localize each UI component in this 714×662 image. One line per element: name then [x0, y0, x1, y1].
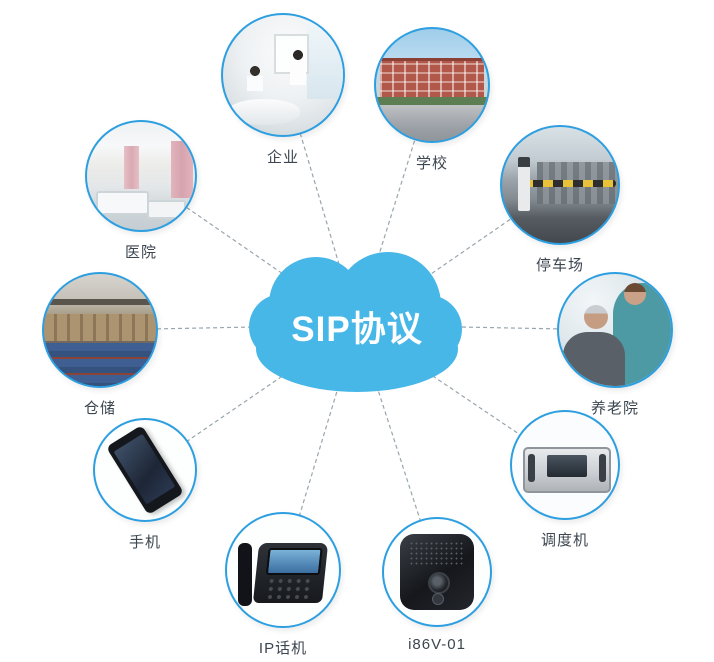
warehouse-interior-photo [42, 272, 158, 388]
node-label-dispatcher: 调度机 [540, 532, 589, 549]
intercom-button-shape [432, 593, 444, 606]
school-trees-shape [376, 97, 488, 106]
node-dispatcher: 调度机 [510, 410, 620, 550]
office-table-shape [227, 99, 300, 126]
ip-phone-keypad-shape [265, 576, 313, 599]
office-window-shape [307, 15, 343, 99]
smartphone-screen-shape [113, 433, 176, 505]
ip-phone-screen-shape [265, 547, 323, 575]
hospital-bed-shape [95, 191, 150, 215]
office-meeting-photo [221, 13, 345, 137]
node-label-ip-phone: IP话机 [258, 640, 308, 657]
office-person-shape [290, 48, 307, 85]
node-mobile-phone: 手机 [93, 418, 197, 552]
dispatch-console-photo [510, 410, 620, 520]
dispatch-screen-shape [547, 455, 587, 477]
dispatch-handset-shape [599, 454, 606, 482]
node-label-school: 学校 [415, 155, 448, 172]
office-person-shape [247, 65, 263, 92]
nurse-head-shape [624, 282, 647, 305]
node-nursing-home: 养老院 [557, 272, 673, 418]
node-label-warehouse: 仓储 [83, 400, 116, 417]
node-label-nursing: 养老院 [590, 400, 639, 417]
dispatch-console-shape [523, 447, 611, 493]
node-ip-phone: IP话机 [225, 512, 341, 658]
node-hospital: 医院 [85, 120, 197, 262]
school-building-photo [374, 27, 490, 143]
intercom-device-photo [382, 517, 492, 627]
intercom-camera-shape [428, 572, 450, 594]
parking-barrier-post-shape [518, 157, 530, 211]
smartphone-photo [93, 418, 197, 522]
elderly-man-shape [563, 332, 626, 386]
hospital-curtain-shape [171, 141, 193, 198]
parking-barrier-arm-shape [522, 180, 616, 188]
intercom-speaker-grille-shape [408, 540, 466, 567]
intercom-panel-shape [400, 534, 474, 610]
node-i86v-intercom: i86V-01 [382, 517, 492, 653]
parking-lot-barrier-photo [500, 125, 620, 245]
cloud-label: SIP协议 [291, 310, 422, 349]
ip-phone-photo [225, 512, 341, 628]
node-label-parking: 停车场 [535, 257, 584, 274]
cloud-shape [249, 252, 462, 392]
node-school: 学校 [374, 27, 490, 173]
node-parking: 停车场 [500, 125, 620, 275]
node-label-hospital: 医院 [124, 244, 157, 261]
school-building-shape [380, 58, 484, 102]
node-enterprise: 企业 [221, 13, 345, 167]
hospital-bed-shape [147, 200, 187, 220]
node-label-i86v: i86V-01 [408, 636, 466, 653]
ip-phone-body-shape [252, 543, 329, 604]
warehouse-boxes-shape [44, 314, 156, 342]
warehouse-rack-shape [44, 343, 156, 386]
node-label-mobile: 手机 [128, 534, 161, 551]
smartphone-shape [105, 424, 185, 516]
hospital-ward-photo [85, 120, 197, 232]
ip-phone-handset-shape [238, 543, 252, 606]
node-label-enterprise: 企业 [266, 149, 299, 166]
node-warehouse: 仓储 [42, 272, 158, 418]
dispatch-handset-shape [528, 454, 535, 482]
hospital-curtain-shape [123, 145, 139, 189]
elderly-man-head-shape [583, 305, 608, 330]
warehouse-beam-shape [44, 298, 156, 306]
nursing-home-photo [557, 272, 673, 388]
